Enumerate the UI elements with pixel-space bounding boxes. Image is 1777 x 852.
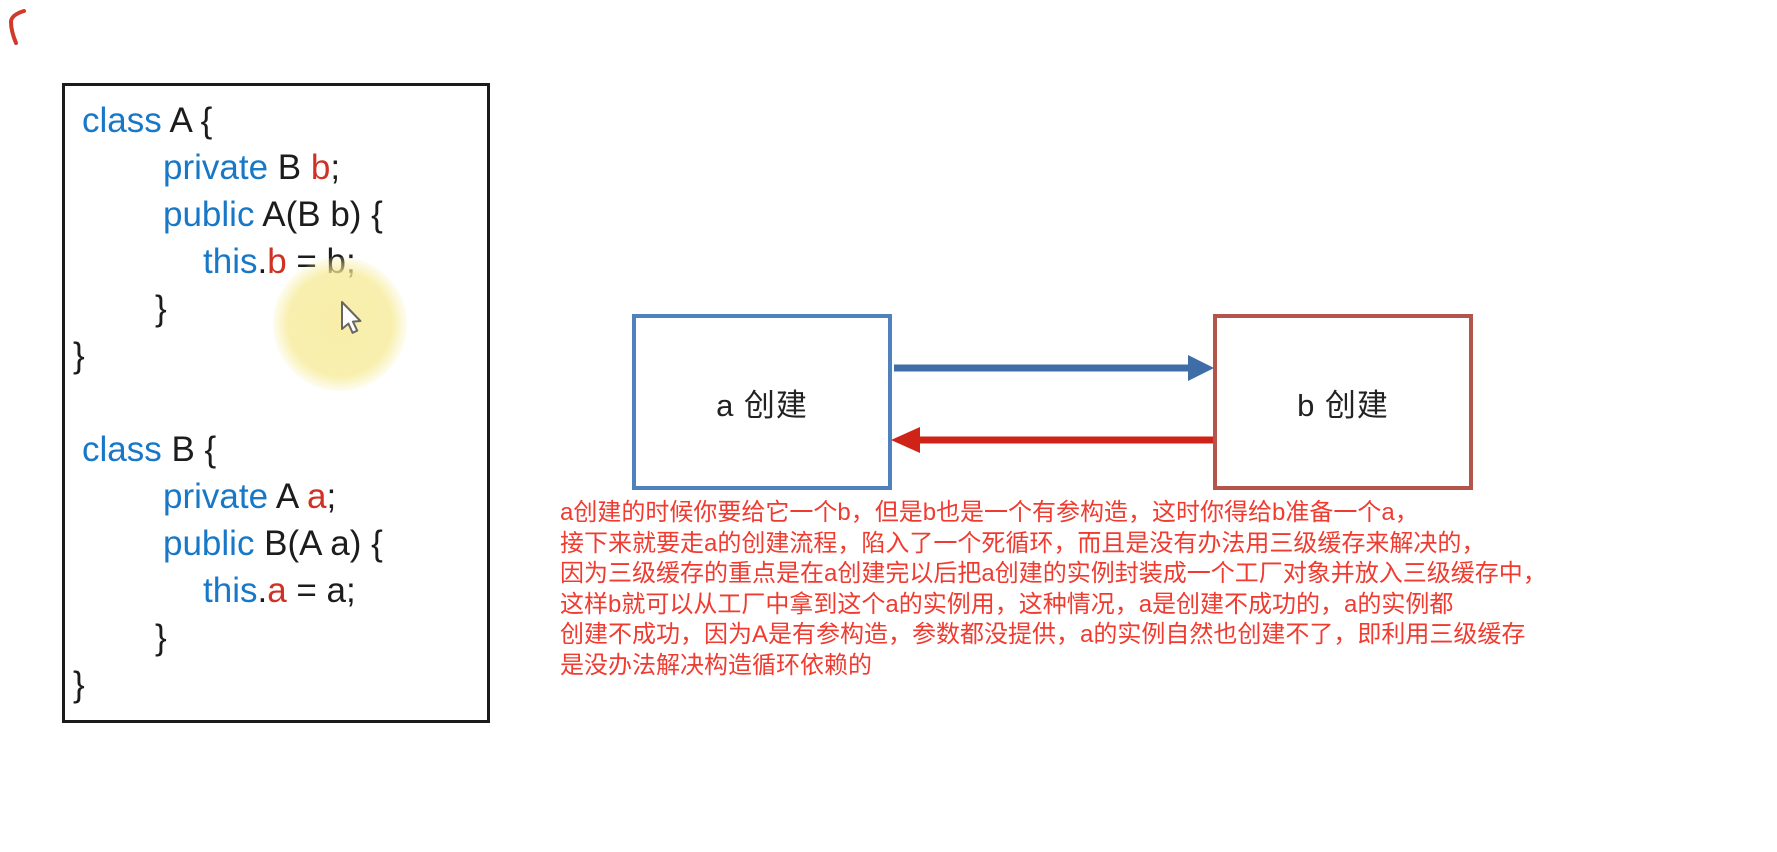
annotation-line: 创建不成功，因为A是有参构造，参数都没提供，a的实例自然也创建不了，即利用三级缓… xyxy=(560,621,1526,648)
code-line: private A a; xyxy=(65,473,487,520)
code-token: B { xyxy=(171,430,217,469)
code-line: } xyxy=(65,285,487,332)
code-line: public A(B b) { xyxy=(65,191,487,238)
code-token: class xyxy=(82,101,170,140)
diagram-box-a-label: a 创建 xyxy=(716,387,808,423)
code-line: class B { xyxy=(65,426,487,473)
annotation-line: 接下来就要走a的创建流程，陷入了一个死循环，而且是没有办法用三级缓存来解决的， xyxy=(560,529,1486,557)
code-token: A(B b) { xyxy=(262,195,383,234)
code-token: b xyxy=(310,148,331,187)
arrow-b-to-a-icon xyxy=(891,427,1213,453)
annotation-line: 这样b就可以从工厂中拿到这个a的实例用，这种情况，a是创建不成功的，a的实例都 xyxy=(560,590,1454,618)
code-token: this xyxy=(203,571,258,610)
code-token: B xyxy=(277,148,311,187)
annotation-text: a创建的时候你要给它一个b，但是b也是一个有参构造，这时你得给b准备一个a， 接… xyxy=(560,498,1680,681)
code-line: public B(A a) { xyxy=(65,520,487,567)
diagram-box-a: a 创建 xyxy=(632,314,892,490)
arrow-a-to-b-icon xyxy=(894,355,1214,381)
code-line: } xyxy=(65,614,487,661)
code-line: } xyxy=(65,332,487,379)
code-token: = a; xyxy=(286,571,356,610)
code-line: private B b; xyxy=(65,144,487,191)
code-token: this xyxy=(203,242,258,281)
code-token: . xyxy=(257,571,268,610)
diagram-box-b: b 创建 xyxy=(1213,314,1473,490)
code-token: ; xyxy=(330,148,341,187)
code-token: ; xyxy=(326,477,337,516)
code-token: A xyxy=(275,477,307,516)
code-token: b xyxy=(267,242,287,281)
annotation-line: 因为三级缓存的重点是在a创建完以后把a创建的实例封装成一个工厂对象并放入三级缓存… xyxy=(560,560,1547,587)
code-line: this.b = b; xyxy=(65,238,487,285)
annotation-line: a创建的时候你要给它一个b，但是b也是一个有参构造，这时你得给b准备一个a， xyxy=(560,499,1419,526)
code-token: } xyxy=(155,289,167,328)
code-token: = b; xyxy=(286,242,356,281)
code-token: B(A a) { xyxy=(264,524,383,563)
code-panel: class A {private B b;public A(B b) {this… xyxy=(62,83,490,723)
diagram-box-b-label: b 创建 xyxy=(1297,387,1389,423)
red-pen-mark-icon xyxy=(8,9,26,45)
code-lines: class A {private B b;public A(B b) {this… xyxy=(65,97,487,708)
code-token: } xyxy=(155,618,167,657)
code-line: this.a = a; xyxy=(65,567,487,614)
code-token: A { xyxy=(169,101,213,140)
code-token: a xyxy=(307,477,327,516)
annotation-line: 是没办法解决构造循环依赖的 xyxy=(560,651,872,679)
code-token: class xyxy=(82,430,172,469)
code-line: } xyxy=(65,661,487,708)
code-token: . xyxy=(257,242,268,281)
code-line xyxy=(65,379,487,426)
code-token: private xyxy=(163,148,278,187)
code-token: private xyxy=(163,477,276,516)
code-token: } xyxy=(73,336,85,375)
code-token: public xyxy=(163,195,263,234)
code-token: public xyxy=(163,524,265,563)
code-line: class A { xyxy=(65,97,487,144)
code-token: a xyxy=(267,571,287,610)
code-token: } xyxy=(73,665,85,704)
